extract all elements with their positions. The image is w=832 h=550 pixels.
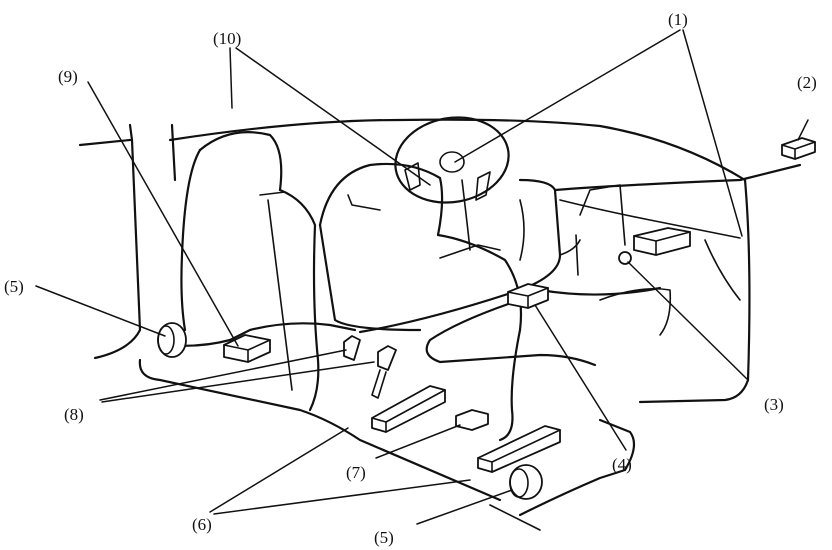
passenger-seat xyxy=(180,131,320,412)
callout-5-left: (5) xyxy=(4,277,24,296)
sensor-3 xyxy=(618,251,632,265)
callout-8: (8) xyxy=(64,405,84,424)
buckle-8-right xyxy=(371,345,397,399)
module-2 xyxy=(781,137,816,160)
callout-3: (3) xyxy=(764,395,784,414)
seat-rail-7-right xyxy=(477,425,561,473)
buckle-8-left xyxy=(343,335,361,361)
control-unit-4 xyxy=(507,283,549,309)
leader-lines xyxy=(35,29,809,525)
module-1-box xyxy=(633,227,691,256)
callout-10: (10) xyxy=(213,29,241,48)
floor-harness xyxy=(163,163,802,367)
callout-4: (4) xyxy=(612,455,632,474)
callout-labels: (1) (2) (3) (4) (5) (5) (6) (7) (8) (9) … xyxy=(4,10,817,547)
callout-1: (1) xyxy=(668,10,688,29)
seat-rail-7-left xyxy=(371,385,446,433)
callout-6: (6) xyxy=(192,515,212,534)
callout-7: (7) xyxy=(346,463,366,482)
callout-2: (2) xyxy=(797,73,817,92)
steering-wheel xyxy=(394,116,510,251)
sensor-7-center xyxy=(455,409,489,431)
callout-5-bottom: (5) xyxy=(374,528,394,547)
cabin-outline xyxy=(78,118,751,531)
driver-seat xyxy=(318,162,523,442)
retractor-5-left xyxy=(157,322,187,358)
callout-9: (9) xyxy=(58,67,78,86)
retractor-5-bottom xyxy=(509,464,543,500)
